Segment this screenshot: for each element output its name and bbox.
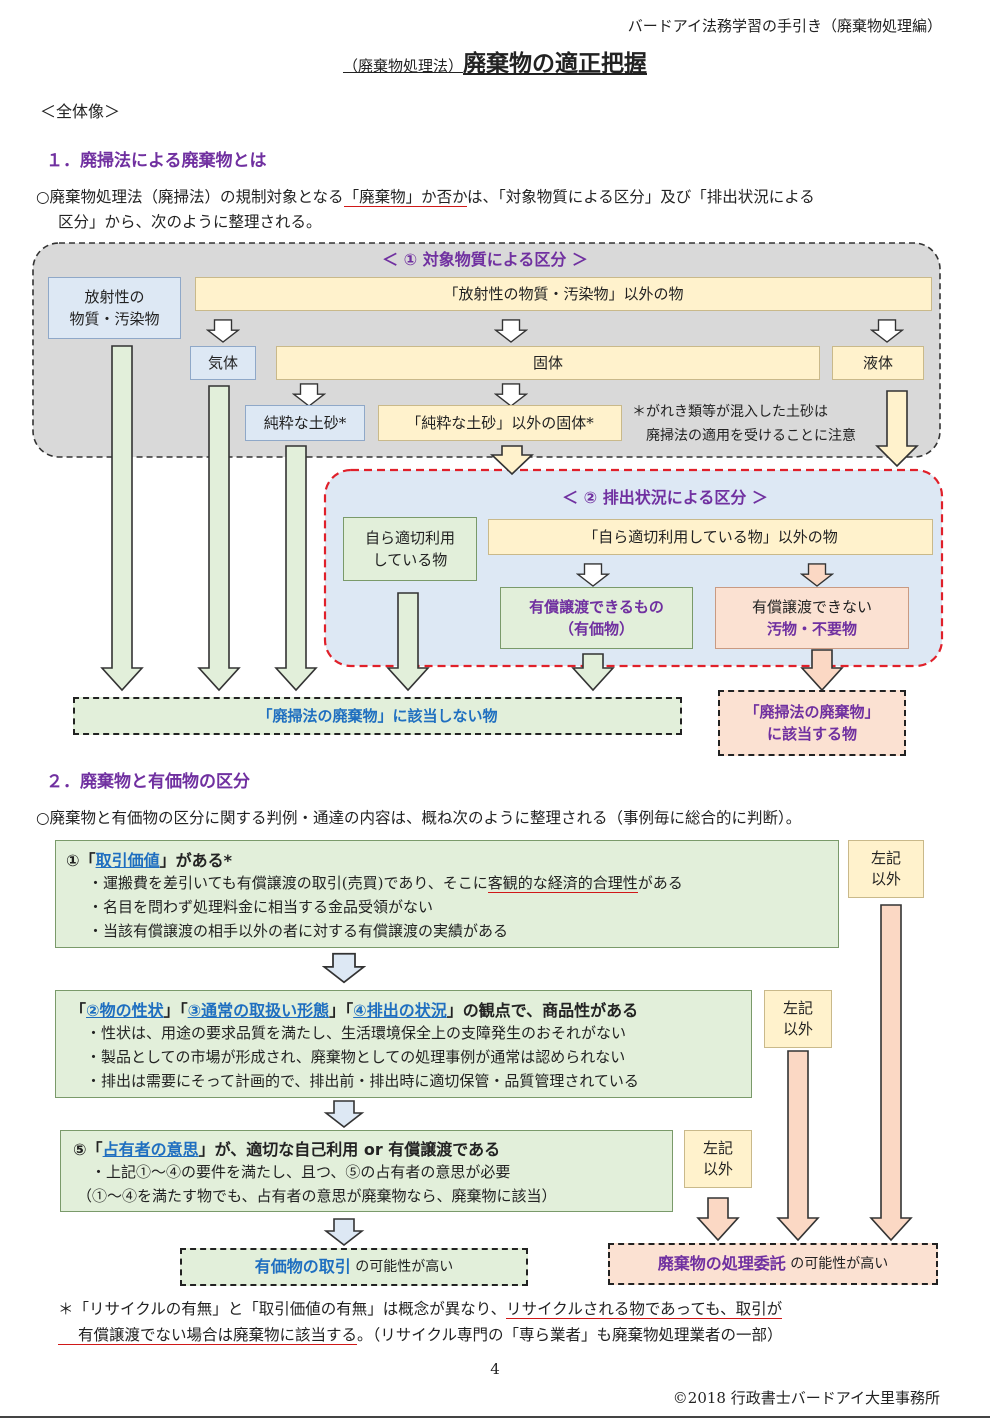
c2-line1: ・性状は、用途の要求品質を満たし、生活環境保全上の支障発生のおそれがない	[86, 1024, 627, 1042]
s2-intro: ○廃棄物と有価物の区分に関する判例・通達の内容は、概ね次のように整理される（事例…	[36, 809, 802, 827]
c2-line2: ・製品としての市場が形成され、廃棄物としての処理事例が通常は認められない	[86, 1048, 626, 1066]
c2-k2: ③通常の取扱い形態	[187, 1001, 330, 1020]
arrow-step2	[325, 1100, 363, 1128]
c2-q2: 」「	[163, 1001, 188, 1020]
arrow-step1	[323, 952, 365, 984]
footnote: ＊「リサイクルの有無」と「取引価値の有無」は概念が異なり、リサイクルされる物であ…	[58, 1297, 783, 1348]
area2-label: ＜ ② 排出状況による区分 ＞	[562, 488, 768, 507]
s1-intro: ○廃棄物処理法（廃掃法）の規制対象となる「廃棄物」か否かは、「対象物質による区分…	[36, 185, 815, 235]
res-w-post: の可能性が高い	[785, 1255, 889, 1272]
waste-l2: 汚物・不要物	[766, 620, 857, 638]
res-v-key: 有価物の取引	[254, 1257, 351, 1276]
c3-pre: ⑤「	[73, 1140, 103, 1159]
page-title: （廃棄物処理法）廃棄物の適正把握	[0, 44, 990, 78]
foot-b: リサイクルされる物であっても、取引が	[506, 1300, 783, 1319]
c1-line1: ・運搬費を差引いても有償譲渡の取引(売買)であり、そこに客観的な経済的合理性があ…	[66, 871, 838, 895]
intro-c: は、「対象物質による区分」及び「排出状況による	[466, 188, 815, 206]
s1-heading: １．廃掃法による廃棄物とは	[46, 151, 267, 171]
c1-l1b: 客観的な経済的合理性	[487, 874, 638, 893]
waste-box: 有償譲渡できない 汚物・不要物	[715, 587, 909, 649]
c3-line2: （①～④を満たす物でも、占有者の意思が廃棄物なら、廃棄物に該当）	[77, 1187, 557, 1205]
waste-result: 廃棄物の処理委託 の可能性が高い	[608, 1243, 938, 1285]
res-v-post: の可能性が高い	[350, 1258, 454, 1275]
c3-line1: ・上記①～④の要件を満たし、且つ、⑤の占有者の意思が必要	[91, 1163, 511, 1181]
soil-note: ＊がれき類等が混入した土砂は 廃掃法の適用を受けることに注意	[632, 401, 856, 449]
non-radioactive-box: 「放射性の物質・汚染物」以外の物	[195, 277, 932, 311]
gas-box: 気体	[190, 346, 256, 380]
c1-post: 」がある*	[159, 851, 232, 870]
is-waste-l1: 「廃掃法の廃棄物」	[744, 702, 880, 721]
intro-d: 区分」から、次のように整理される。	[58, 212, 322, 231]
valuable-box: 有償譲渡できるもの （有価物）	[500, 587, 693, 649]
c1-line2: ・名目を問わず処理料金に相当する金品受領がない	[88, 898, 434, 916]
c2-title: 「②物の性状」「③通常の取扱い形態」「④排出の状況」の観点で、商品性がある	[70, 997, 751, 1021]
criterion-3: ⑤「占有者の意思」が、適切な自己利用 or 有償譲渡である ・上記①～④の要件を…	[60, 1130, 673, 1212]
title-main: 廃棄物の適正把握	[463, 50, 647, 77]
valuable-l2: （有価物）	[558, 620, 634, 638]
c1-line3: ・当該有償譲渡の相手以外の者に対する有償譲渡の実績がある	[88, 922, 509, 940]
pure-soil-box: 純粋な土砂*	[245, 405, 365, 441]
c2-k3: ④排出の状況	[353, 1001, 447, 1020]
title-prefix: （廃棄物処理法）	[342, 57, 463, 75]
foot-c: 有償譲渡でない場合は廃棄物に該当する	[58, 1325, 358, 1345]
page-number: 4	[490, 1360, 500, 1378]
other-2: 左記 以外	[764, 990, 832, 1048]
liquid-box: 液体	[832, 346, 924, 380]
solid-box: 固体	[276, 346, 820, 380]
c1-key: 取引価値	[95, 851, 160, 870]
area1-label: ＜ ① 対象物質による区分 ＞	[382, 250, 588, 269]
is-waste-l2: に該当する物	[766, 725, 857, 743]
not-waste-result: 「廃掃法の廃棄物」に該当しない物	[73, 697, 682, 735]
is-waste-result: 「廃掃法の廃棄物」 に該当する物	[718, 690, 906, 756]
c1-l1a: ・運搬費を差引いても有償譲渡の取引(売買)であり、そこに	[88, 874, 488, 892]
intro-key: 「廃棄物」か否か	[343, 188, 467, 207]
c2-post: 」の観点で、商品性がある	[446, 1001, 639, 1020]
foot-a: ＊「リサイクルの有無」と「取引価値の有無」は概念が異なり、	[58, 1300, 507, 1318]
non-self-use-box: 「自ら適切利用している物」以外の物	[488, 519, 933, 555]
c2-k1: ②物の性状	[86, 1001, 164, 1020]
intro-a: ○廃棄物処理法（廃掃法）の規制対象となる	[36, 188, 344, 206]
note-line1: ＊がれき類等が混入した土砂は	[632, 404, 828, 420]
radioactive-box: 放射性の 物質・汚染物	[48, 277, 181, 339]
long-arrows-pink	[696, 904, 913, 1242]
valuable-result: 有価物の取引 の可能性が高い	[180, 1248, 528, 1286]
non-soil-box: 「純粋な土砂」以外の固体*	[378, 405, 622, 441]
criterion-2: 「②物の性状」「③通常の取扱い形態」「④排出の状況」の観点で、商品性がある ・性…	[55, 990, 752, 1098]
criterion-1: ①「取引価値」がある* ・運搬費を差引いても有償譲渡の取引(売買)であり、そこに…	[55, 840, 839, 948]
c1-title: ①「取引価値」がある*	[66, 847, 838, 871]
long-arrows-green	[100, 345, 615, 692]
c3-title: ⑤「占有者の意思」が、適切な自己利用 or 有償譲渡である	[73, 1136, 672, 1160]
waste-l1: 有償譲渡できない	[751, 597, 872, 616]
s2-heading: ２．廃棄物と有価物の区分	[46, 772, 250, 792]
c3-key: 占有者の意思	[102, 1140, 199, 1159]
note-line2: 廃掃法の適用を受けることに注意	[646, 427, 856, 444]
c3-post: 」が、適切な自己利用 or 有償譲渡である	[198, 1140, 501, 1159]
valuable-l1: 有償譲渡できるもの	[529, 597, 664, 616]
copyright: ©2018 行政書士バードアイ大里事務所	[672, 1389, 940, 1407]
overview-label: ＜全体像＞	[40, 102, 121, 121]
c1-pre: ①「	[66, 851, 96, 870]
c2-line3: ・排出は需要にそって計画的で、排出前・排出時に適切保管・品質管理されている	[86, 1072, 639, 1090]
c2-q3: 」「	[329, 1001, 354, 1020]
guide-title: バードアイ法務学習の手引き（廃棄物処理編）	[627, 17, 942, 35]
res-w-key: 廃棄物の処理委託	[657, 1254, 786, 1273]
foot-d: 。（リサイクル専門の「専ら業者」も廃棄物処理業者の一部）	[357, 1325, 783, 1344]
c2-q1: 「	[70, 1001, 87, 1020]
self-use-box: 自ら適切利用 している物	[343, 517, 477, 581]
c1-l1c: がある	[637, 874, 683, 892]
arrow-step3	[325, 1218, 363, 1246]
other-3: 左記 以外	[684, 1130, 752, 1188]
other-1: 左記 以外	[848, 840, 924, 898]
bottom-rule	[0, 1416, 990, 1418]
